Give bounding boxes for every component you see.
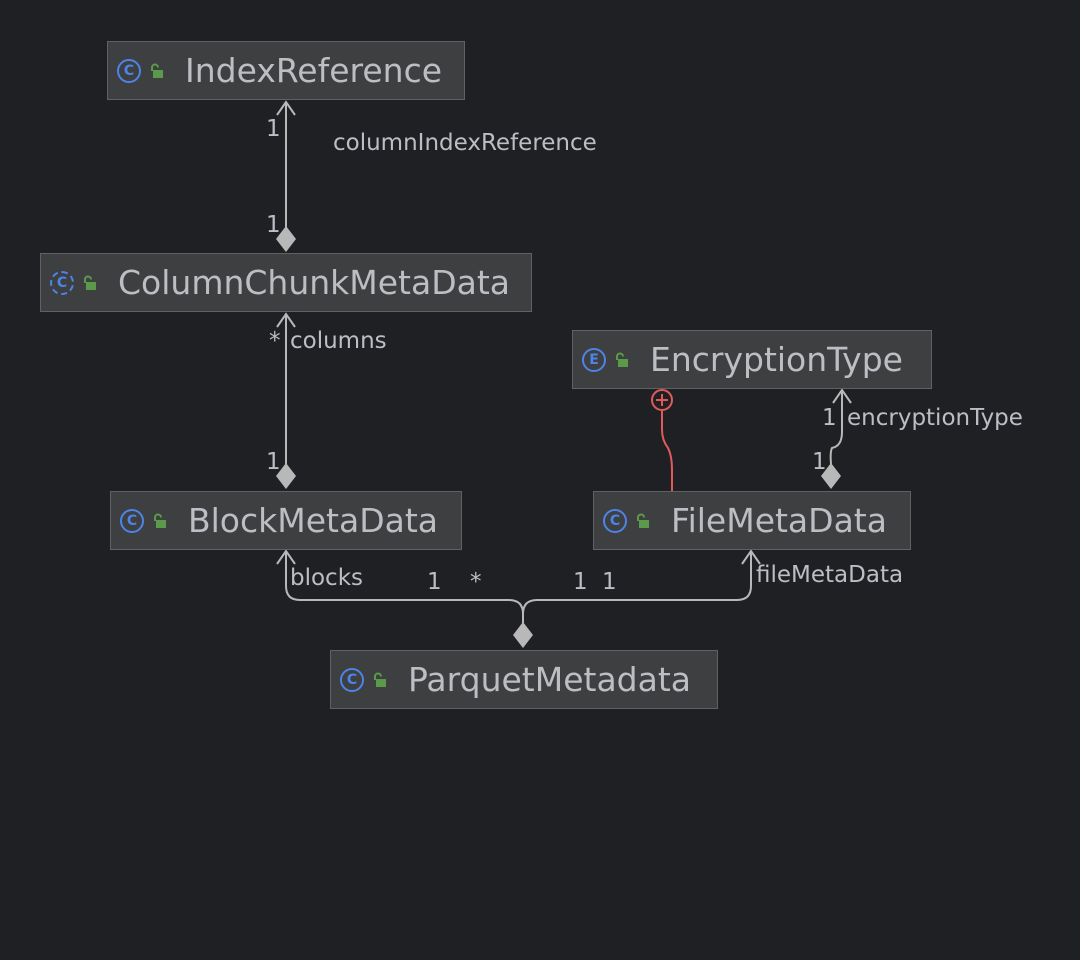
class-name: ParquetMetadata <box>408 660 691 699</box>
edge-encryptiontype[interactable] <box>829 390 843 465</box>
abstract-class-icon: C <box>50 270 74 295</box>
multiplicity-label: 1 <box>266 212 281 238</box>
public-visibility-icon <box>84 275 96 290</box>
public-visibility-icon <box>151 63 163 78</box>
composition-diamond-columnchunk <box>276 226 296 252</box>
public-visibility-icon <box>374 672 386 687</box>
multiplicity-label: 1 <box>266 116 281 142</box>
class-icon: C <box>120 508 144 533</box>
class-name: EncryptionType <box>650 340 903 379</box>
class-name: ColumnChunkMetaData <box>118 263 511 302</box>
multiplicity-label: 1 <box>427 569 442 595</box>
inner-class-link[interactable] <box>661 411 673 492</box>
class-node-encryptiontype[interactable]: E EncryptionType <box>572 330 932 389</box>
multiplicity-label: 1 <box>812 449 827 475</box>
edge-blocks[interactable] <box>285 551 524 623</box>
multiplicity-label: 1 <box>822 405 837 431</box>
composition-diamond-block <box>276 463 296 489</box>
role-label-encryptiontype: encryptionType <box>847 405 1023 431</box>
class-name: BlockMetaData <box>188 501 438 540</box>
enum-icon: E <box>582 347 606 372</box>
multiplicity-label: * <box>269 328 281 354</box>
class-name: IndexReference <box>185 51 443 90</box>
arrowhead-columnchunk <box>276 312 296 328</box>
role-label-blocks: blocks <box>290 565 364 591</box>
class-name: FileMetaData <box>671 501 887 540</box>
role-label-filemetadata: fileMetaData <box>756 562 904 588</box>
class-node-parquetmetadata[interactable]: C ParquetMetadata <box>330 650 718 709</box>
arrowhead-indexreference <box>276 100 296 116</box>
class-node-columnchunkmetadata[interactable]: C ColumnChunkMetaData <box>40 253 532 312</box>
class-icon: C <box>117 58 141 83</box>
multiplicity-label: 1 <box>573 569 588 595</box>
edge-filemetadata[interactable] <box>522 551 752 615</box>
role-label-columns: columns <box>290 328 387 354</box>
class-node-blockmetadata[interactable]: C BlockMetaData <box>110 491 462 550</box>
class-icon: C <box>603 508 627 533</box>
composition-diamond-filemetadata <box>821 463 841 489</box>
arrowhead-blockmetadata <box>276 549 296 565</box>
public-visibility-icon <box>154 513 166 528</box>
role-label-columnindexreference: columnIndexReference <box>333 130 597 156</box>
multiplicity-label: 1 <box>602 569 617 595</box>
composition-diamond-parquet <box>513 622 533 648</box>
multiplicity-label: * <box>470 569 482 595</box>
class-node-filemetadata[interactable]: C FileMetaData <box>593 491 911 550</box>
arrowhead-filemetadata <box>741 549 761 565</box>
public-visibility-icon <box>637 513 649 528</box>
arrowhead-encryptiontype <box>832 388 852 404</box>
class-node-indexreference[interactable]: C IndexReference <box>107 41 465 100</box>
class-icon: C <box>340 667 364 692</box>
multiplicity-label: 1 <box>266 449 281 475</box>
public-visibility-icon <box>616 352 628 367</box>
